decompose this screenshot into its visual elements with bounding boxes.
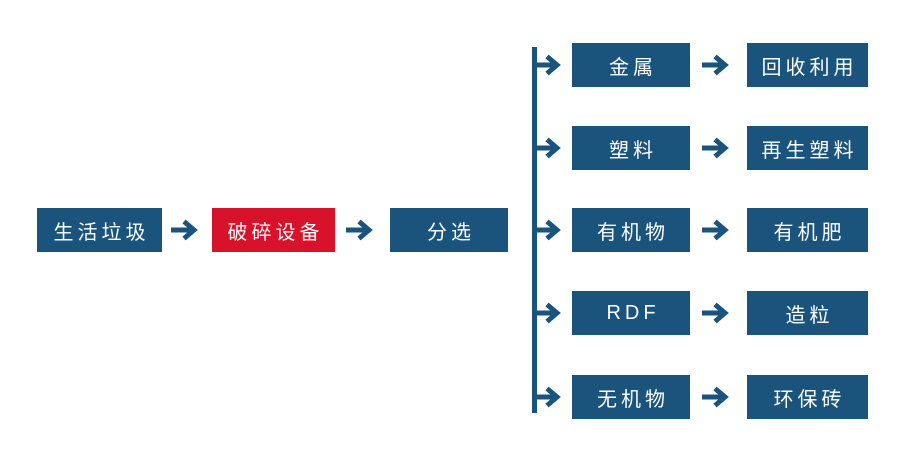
flow-node-granulation: 造粒 — [747, 291, 868, 335]
flow-node-eco-brick: 环保砖 — [747, 375, 868, 419]
arrow-right-icon — [702, 302, 729, 324]
flow-node-crushing-equipment: 破碎设备 — [212, 208, 335, 252]
arrow-right-icon — [534, 302, 561, 324]
arrow-right-icon — [534, 54, 561, 76]
arrow-right-icon — [346, 219, 373, 241]
flow-node-plastic: 塑料 — [572, 126, 690, 170]
arrow-right-icon — [534, 137, 561, 159]
flow-node-recycling: 回收利用 — [747, 43, 868, 87]
flow-node-recycled-plastic: 再生塑料 — [747, 126, 868, 170]
flow-node-metal: 金属 — [572, 43, 690, 87]
flow-node-organic-matter: 有机物 — [572, 208, 690, 252]
flow-node-rdf: RDF — [572, 291, 690, 335]
flow-node-inorganic-matter: 无机物 — [572, 375, 690, 419]
flow-node-household-waste: 生活垃圾 — [37, 208, 162, 252]
flow-node-sorting: 分选 — [390, 208, 508, 252]
flow-node-organic-fertilizer: 有机肥 — [747, 208, 868, 252]
arrow-right-icon — [702, 219, 729, 241]
arrow-right-icon — [534, 219, 561, 241]
arrow-right-icon — [702, 54, 729, 76]
arrow-right-icon — [534, 386, 561, 408]
arrow-right-icon — [702, 386, 729, 408]
arrow-right-icon — [702, 137, 729, 159]
arrow-right-icon — [171, 219, 198, 241]
